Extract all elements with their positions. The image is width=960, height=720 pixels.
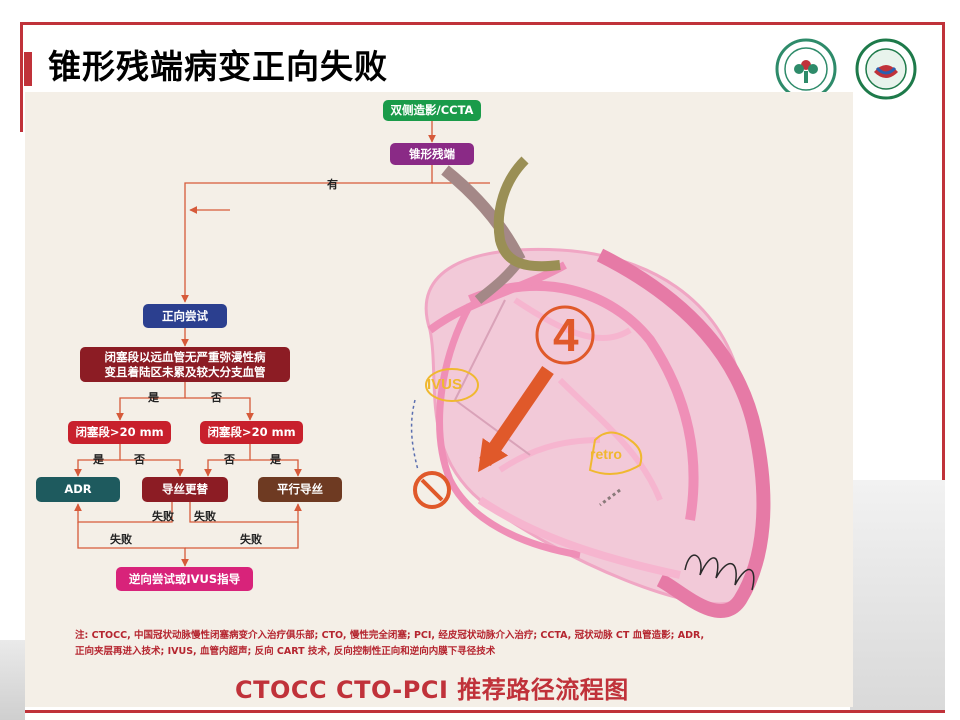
frame-right-line xyxy=(942,22,945,712)
frame-left-line xyxy=(20,22,23,132)
background-building-left xyxy=(0,640,25,720)
background-building xyxy=(850,480,945,710)
footnote-line-1: 注: CTOCC, 中国冠状动脉慢性闭塞病变介入治疗俱乐部; CTO, 慢性完全… xyxy=(75,630,705,641)
title-accent-bar xyxy=(24,52,32,86)
frame-bottom-line xyxy=(20,710,945,713)
label-yes-2: 是 xyxy=(93,453,104,466)
label-no-1: 否 xyxy=(211,391,222,404)
label-no-2: 否 xyxy=(134,453,145,466)
node-parallel-wire: 平行导丝 xyxy=(258,477,342,502)
university-logo-icon xyxy=(855,38,917,100)
label-fail-4: 失败 xyxy=(240,533,262,546)
label-fail-1: 失败 xyxy=(152,510,174,523)
label-no-3: 否 xyxy=(224,453,235,466)
node-length-left: 闭塞段>20 mm xyxy=(68,421,171,444)
node-forward-attempt: 正向尝试 xyxy=(143,304,227,328)
retro-label: retro xyxy=(590,446,622,462)
heart-illustration xyxy=(410,156,771,618)
footnote: 注: CTOCC, 中国冠状动脉慢性闭塞病变介入治疗俱乐部; CTO, 慢性完全… xyxy=(75,628,795,660)
figure-caption: CTOCC CTO-PCI 推荐路径流程图 xyxy=(235,676,629,704)
step-number: 4 xyxy=(553,309,579,361)
node-tapered-stump: 锥形残端 xyxy=(390,143,474,165)
node-ccta: 双侧造影/CCTA xyxy=(383,100,481,121)
label-yes-1: 是 xyxy=(148,391,159,404)
node-retrograde: 逆向尝试或IVUS指导 xyxy=(116,567,253,591)
label-fail-3: 失败 xyxy=(110,533,132,546)
label-yes-3: 是 xyxy=(270,453,281,466)
label-fail-2: 失败 xyxy=(194,510,216,523)
label-yes-main: 有 xyxy=(327,178,338,191)
condition-line-1: 闭塞段以远血管无严重弥漫性病 xyxy=(104,349,266,364)
footnote-line-2: 正向夹层再进入技术; IVUS, 血管内超声; 反向 CART 技术, 反向控制… xyxy=(75,646,496,657)
node-wire-escalation: 导丝更替 xyxy=(142,477,228,502)
node-condition: 闭塞段以远血管无严重弥漫性病 变且着陆区未累及较大分支血管 xyxy=(80,347,290,382)
ivus-label: IVUS xyxy=(427,376,463,393)
frame-top-line xyxy=(20,22,945,25)
condition-line-2: 变且着陆区未累及较大分支血管 xyxy=(104,364,266,379)
node-length-right: 闭塞段>20 mm xyxy=(200,421,303,444)
node-adr: ADR xyxy=(36,477,120,502)
slide-title: 锥形残端病变正向失败 xyxy=(48,47,388,86)
